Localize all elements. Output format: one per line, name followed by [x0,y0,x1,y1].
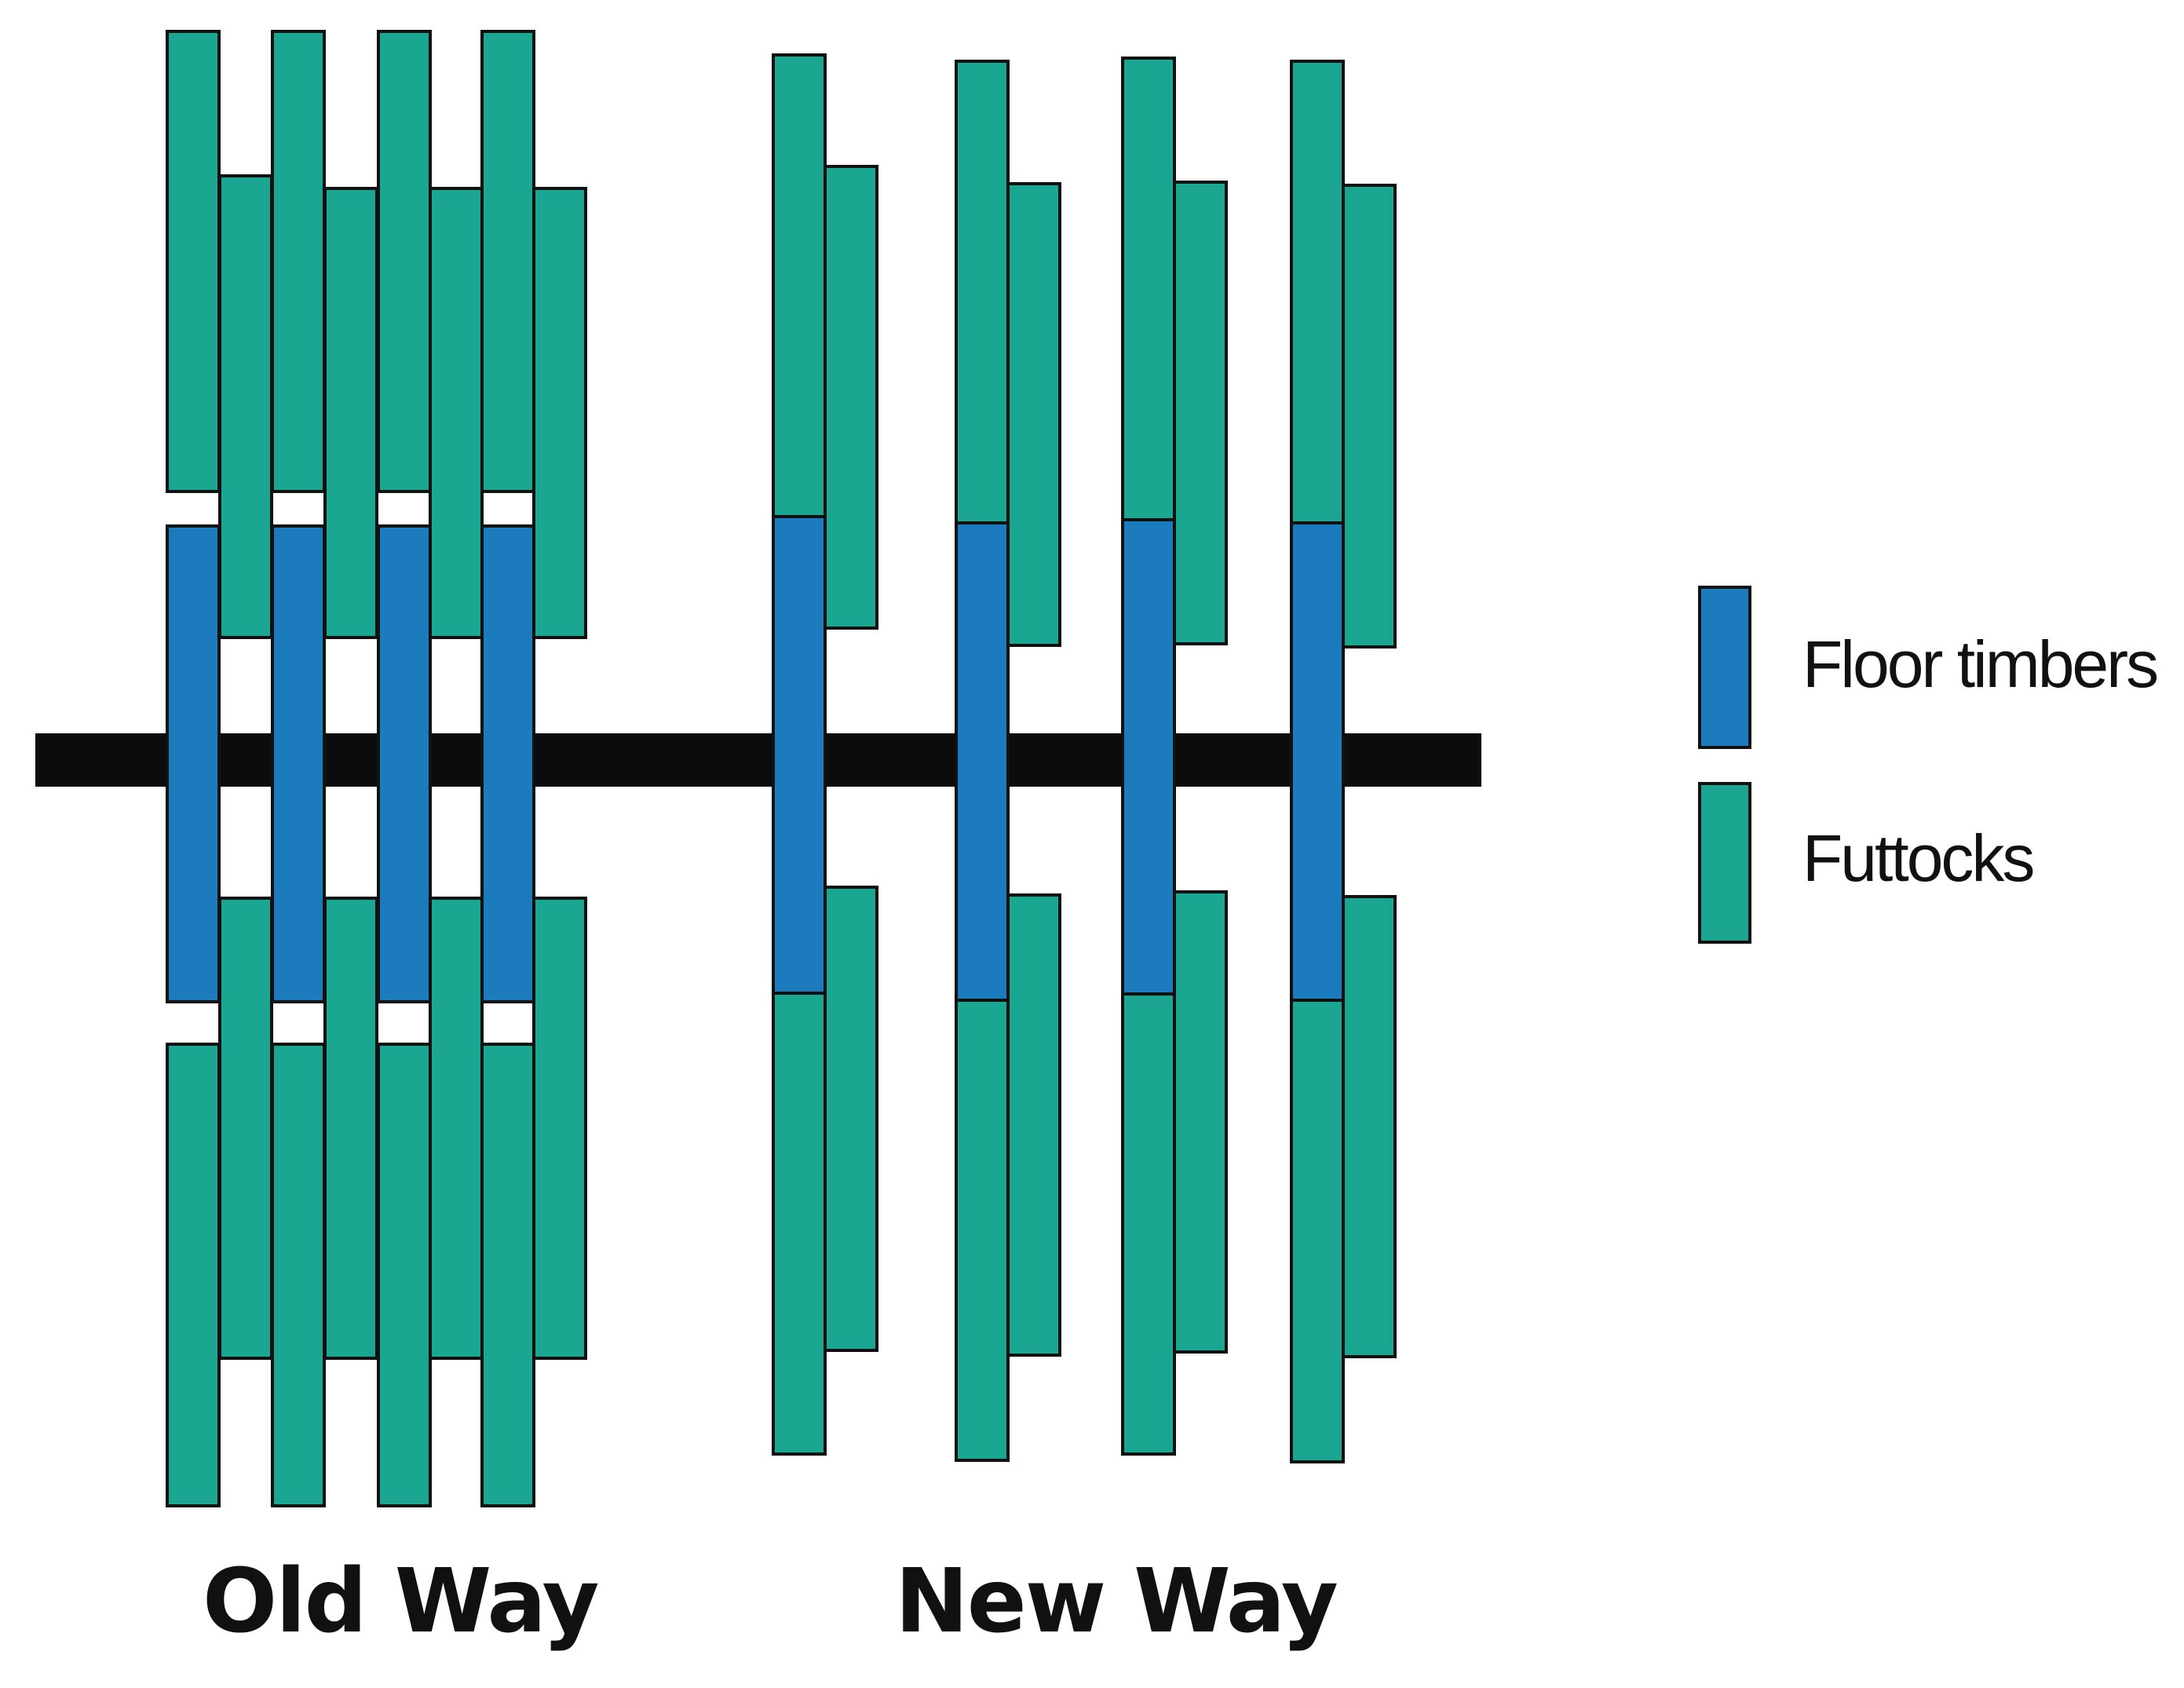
new-way-floor-timber-4 [1290,521,1345,1002]
new-way-lower-futtock-2 [955,999,1010,1462]
new-way-lower-futtock-3 [1121,992,1176,1456]
new-way-side-futtock-upper-2 [1006,182,1061,647]
old-way-side-futtock-upper-1 [218,174,273,639]
new-way-upper-futtock-1 [772,53,827,518]
caption-new-way: New Way [895,1551,1339,1653]
old-way-upper-futtock-4 [480,30,535,493]
old-way-side-futtock-lower-4 [532,897,587,1360]
old-way-lower-futtock-3 [377,1043,432,1507]
new-way-upper-futtock-3 [1121,57,1176,521]
legend-label-floor-timbers: Floor timbers [1802,627,2159,701]
legend [1698,586,1751,944]
old-way-frames [166,30,587,1507]
old-way-upper-futtock-3 [377,30,432,493]
keel-bar [35,733,1481,787]
old-way-side-futtock-upper-4 [532,187,587,639]
new-way-side-futtock-lower-1 [824,886,878,1352]
new-way-frames [772,53,1397,1463]
legend-swatch-floor-timbers [1698,586,1751,749]
new-way-floor-timber-1 [772,515,827,995]
new-way-upper-futtock-2 [955,60,1010,524]
legend-swatch-futtocks [1698,782,1751,944]
legend-label-futtocks: Futtocks [1802,821,2035,895]
old-way-floor-timber-4 [480,524,535,1003]
old-way-upper-futtock-2 [271,30,326,493]
old-way-lower-futtock-4 [480,1043,535,1507]
old-way-lower-futtock-1 [166,1043,221,1507]
new-way-side-futtock-upper-3 [1173,181,1228,645]
old-way-lower-futtock-2 [271,1043,326,1507]
new-way-upper-futtock-4 [1290,60,1345,524]
old-way-upper-futtock-1 [166,30,221,493]
old-way-side-futtock-lower-2 [323,897,378,1360]
new-way-side-futtock-lower-4 [1342,895,1397,1358]
new-way-side-futtock-upper-1 [824,165,878,630]
new-way-floor-timber-2 [955,521,1010,1002]
old-way-floor-timber-2 [271,524,326,1003]
new-way-floor-timber-3 [1121,518,1176,996]
new-way-lower-futtock-4 [1290,999,1345,1463]
old-way-side-futtock-upper-2 [323,187,378,639]
new-way-lower-futtock-1 [772,992,827,1456]
caption-old-way: Old Way [203,1551,599,1653]
new-way-side-futtock-lower-3 [1173,890,1228,1354]
old-way-side-futtock-lower-1 [218,897,273,1360]
old-way-floor-timber-1 [166,524,221,1003]
new-way-side-futtock-upper-4 [1342,184,1397,649]
old-way-side-futtock-lower-3 [429,897,484,1360]
new-way-side-futtock-lower-2 [1006,893,1061,1357]
old-way-side-futtock-upper-3 [429,187,484,639]
old-way-floor-timber-3 [377,524,432,1003]
